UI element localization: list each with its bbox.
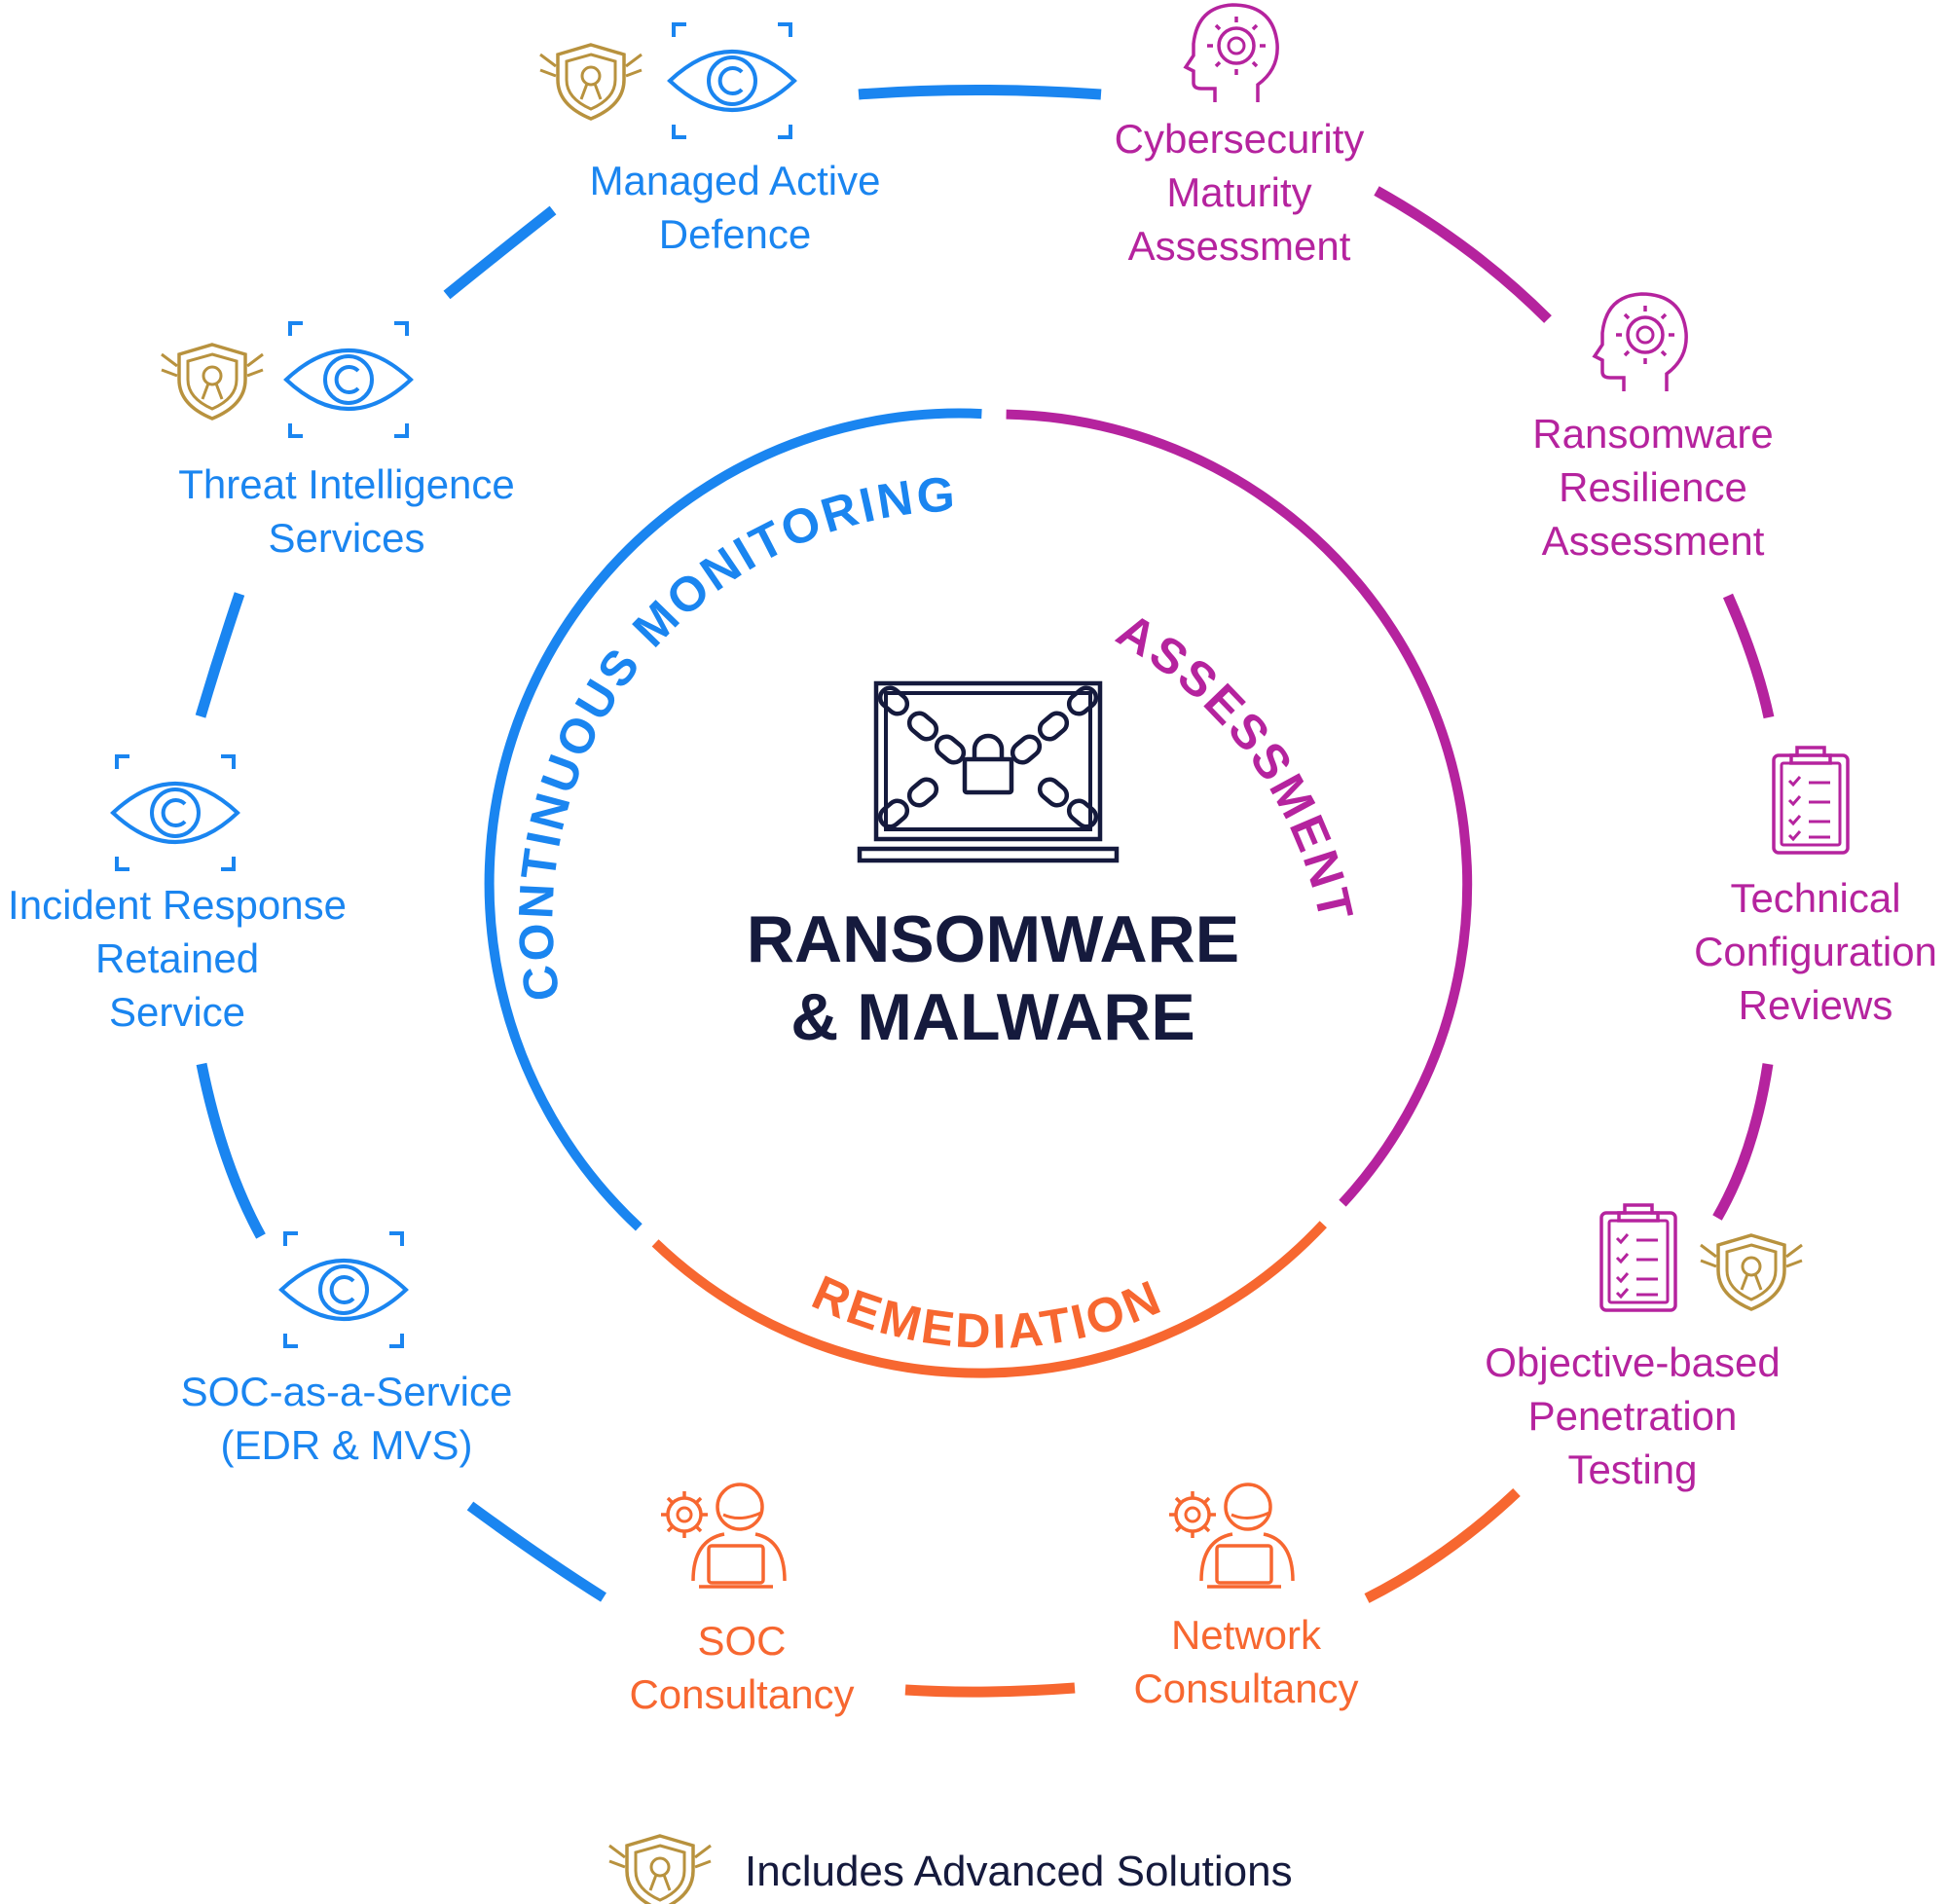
node-incident-response-retained-service: Incident Response Retained Service	[8, 878, 347, 1039]
node-label-line: Configuration	[1694, 929, 1937, 974]
connector-segment	[443, 205, 557, 300]
eye-scan-icon	[668, 22, 796, 139]
clipboard-checklist-icon	[1599, 1203, 1677, 1312]
consultant-gear-laptop-icon	[1167, 1483, 1295, 1589]
connector-segment	[1722, 593, 1775, 719]
node-label-line: Assessment	[1127, 223, 1351, 269]
advanced-shield-icon	[538, 43, 643, 121]
node-label-line: SOC-as-a-Service	[180, 1369, 513, 1414]
node-label-line: Defence	[658, 211, 812, 257]
node-label-line: Incident Response	[8, 882, 347, 928]
node-managed-active-defence: Managed Active Defence	[590, 154, 881, 261]
center-title-line: & MALWARE	[790, 980, 1195, 1054]
node-label-line: Threat Intelligence	[178, 461, 515, 507]
node-label-line: Testing	[1567, 1446, 1698, 1492]
node-label-line: Consultancy	[629, 1671, 855, 1717]
node-label-line: Resilience	[1559, 464, 1747, 510]
remediation-arc	[651, 1221, 1327, 1378]
node-label-line: Ransomware	[1532, 411, 1774, 457]
node-label-line: Objective-based	[1485, 1339, 1781, 1385]
node-label-line: Penetration	[1527, 1393, 1738, 1439]
connector-segment	[904, 1682, 1076, 1698]
node-soc-as-a-service: SOC-as-a-Service (EDR & MVS)	[181, 1365, 513, 1472]
assessment-arc	[1006, 409, 1473, 1207]
node-label-line: Retained	[94, 935, 260, 981]
connector-segment	[466, 1501, 606, 1602]
phase-label-assessment: ASSESSMENT	[1108, 603, 1364, 928]
center-title-line: RANSOMWARE	[746, 902, 1240, 976]
node-objective-based-penetration-testing: Objective-based Penetration Testing	[1485, 1336, 1781, 1496]
connector-segment	[195, 592, 245, 718]
node-label-line: (EDR & MVS)	[220, 1422, 473, 1468]
laptop-chained-lock-icon	[860, 683, 1117, 860]
monitoring-arc	[484, 408, 982, 1231]
outer-ring	[195, 85, 1775, 1698]
node-label-line: Consultancy	[1133, 1666, 1359, 1711]
node-label-line: Maturity	[1166, 169, 1312, 215]
eye-scan-icon	[111, 754, 239, 871]
node-label-line: Services	[268, 515, 425, 561]
node-threat-intelligence-services: Threat Intelligence Services	[178, 458, 515, 565]
node-label-line: Technical	[1730, 875, 1901, 921]
node-cybersecurity-maturity-assessment: Cybersecurity Maturity Assessment	[1115, 112, 1365, 273]
node-ransomware-resilience-assessment: Ransomware Resilience Assessment	[1532, 407, 1773, 568]
node-network-consultancy: Network Consultancy	[1133, 1608, 1358, 1715]
node-label-line: Assessment	[1541, 518, 1765, 564]
node-label-line: SOC	[697, 1618, 787, 1664]
eye-scan-icon	[279, 1231, 408, 1348]
consultant-gear-laptop-icon	[659, 1483, 787, 1589]
connector-segment	[1374, 186, 1552, 323]
node-label-line: Reviews	[1738, 982, 1893, 1028]
eye-scan-icon	[284, 321, 413, 438]
head-gear-icon	[1593, 292, 1688, 393]
center-title: RANSOMWARE & MALWARE	[747, 900, 1239, 1056]
connector-segment	[196, 1062, 266, 1239]
head-gear-icon	[1184, 3, 1279, 104]
connector-segment	[1712, 1063, 1774, 1221]
inner-ring	[484, 408, 1473, 1378]
node-label-line: Cybersecurity	[1114, 116, 1365, 162]
node-label-line: Managed Active	[589, 158, 881, 203]
node-label-line: Network	[1170, 1612, 1322, 1658]
advanced-shield-icon	[160, 343, 265, 421]
connector-segment	[858, 85, 1102, 100]
phase-label-remediation: REMEDIATION	[804, 1265, 1170, 1360]
legend-text: Includes Advanced Solutions	[745, 1848, 1293, 1895]
node-soc-consultancy: SOC Consultancy	[629, 1614, 854, 1721]
advanced-shield-icon	[607, 1834, 713, 1904]
clipboard-checklist-icon	[1772, 746, 1850, 855]
node-technical-configuration-reviews: Technical Configuration Reviews	[1694, 871, 1937, 1032]
advanced-shield-icon	[1699, 1233, 1804, 1311]
connector-segment	[1364, 1487, 1521, 1603]
node-label-line: Service	[108, 989, 246, 1035]
